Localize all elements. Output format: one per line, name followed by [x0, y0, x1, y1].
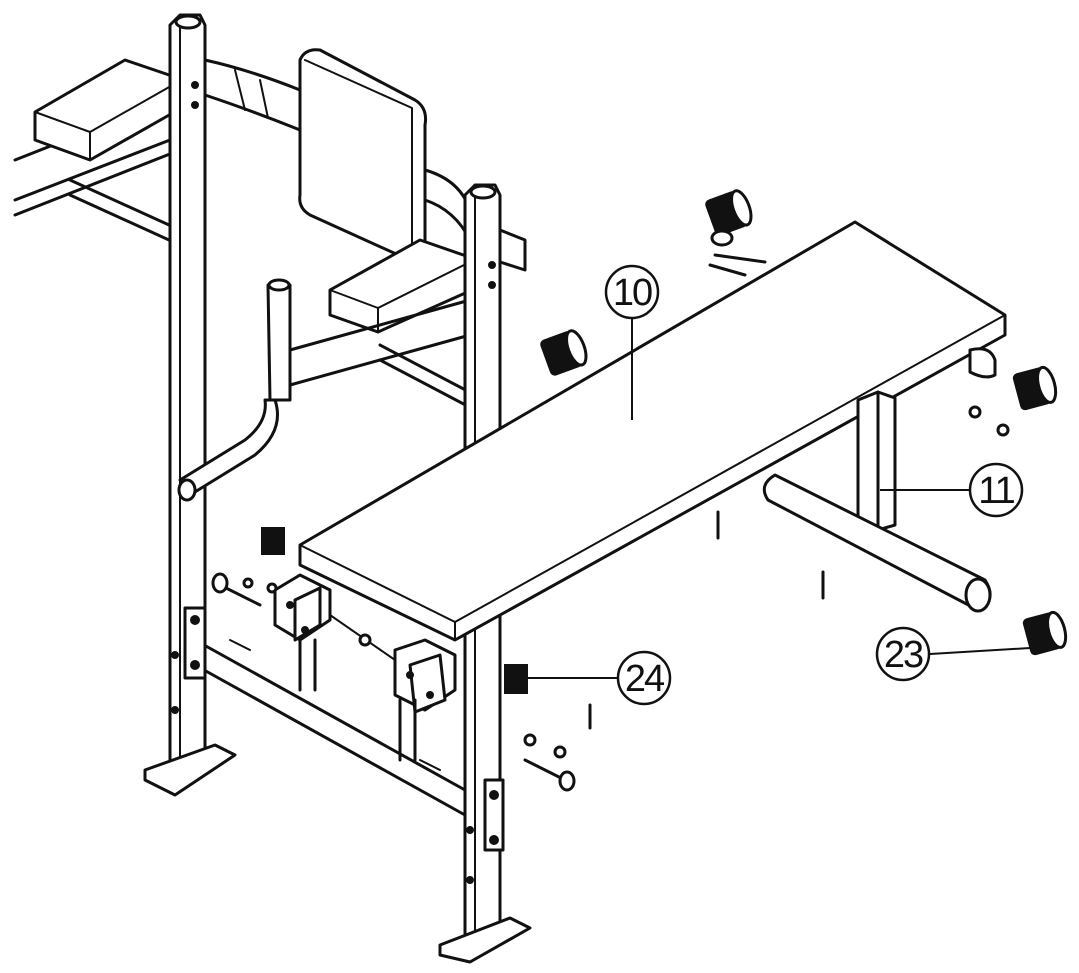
rear-leg [762, 347, 997, 613]
left-armrest-assembly [13, 58, 182, 247]
callout-11: 11 [968, 462, 1024, 518]
dip-handle [177, 278, 477, 502]
bench-board [298, 220, 1007, 642]
foam-rollers [540, 189, 1068, 656]
callout-23: 23 [875, 626, 931, 682]
callout-23-label: 23 [884, 634, 923, 676]
callout-24: 24 [616, 650, 672, 706]
callout-11-label: 11 [978, 470, 1014, 512]
backrest-pad [298, 48, 427, 261]
hardware [211, 229, 1010, 792]
callout-10: 10 [604, 264, 660, 320]
callout-10-label: 10 [613, 272, 652, 314]
curved-back-rail [203, 58, 302, 132]
left-upright-post [143, 13, 237, 797]
lower-crossbar [183, 606, 467, 817]
callout-24-label: 24 [625, 658, 665, 700]
front-brackets [273, 573, 457, 762]
